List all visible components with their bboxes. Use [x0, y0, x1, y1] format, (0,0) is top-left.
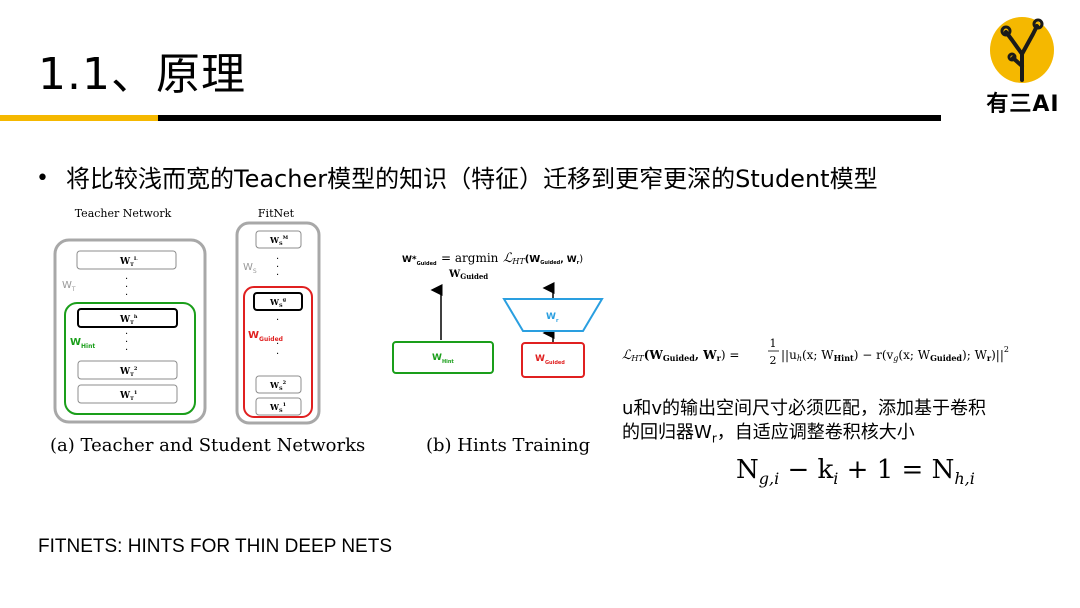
slide-title: 1.1、原理 — [38, 49, 246, 100]
guided-region-label: WGuided — [248, 330, 283, 343]
teacher-layer-h — [77, 308, 178, 328]
svg-text:·: · — [125, 290, 128, 301]
bullet-text: 将比较浅而宽的Teacher模型的知识（特征）迁移到更窄更深的Student模型 — [66, 165, 878, 193]
hint-region-box — [64, 302, 196, 415]
brand-logo-icon — [990, 17, 1054, 83]
size-matching-formula: Ng,i − ki + 1 = Nh,i — [736, 455, 975, 489]
teacher-network-title: Teacher Network — [75, 207, 172, 220]
svg-text:·: · — [276, 254, 279, 265]
student-layer-m — [255, 230, 302, 249]
figure-a-caption: (a) Teacher and Student Networks — [50, 435, 365, 456]
svg-text:·: · — [125, 337, 128, 348]
guided-box-label: WGuided — [535, 354, 565, 366]
explanation-line-2: 的回归器Wr，自适应调整卷积核大小 — [622, 422, 915, 446]
svg-text:·: · — [276, 315, 279, 326]
teacher-layer-l-label: WTL — [119, 256, 138, 268]
student-layer-2-label: WS2 — [269, 380, 287, 392]
student-layer-g — [253, 292, 303, 311]
teacher-dots-top: · — [125, 274, 128, 285]
paper-title-footer: FITNETS: HINTS FOR THIN DEEP NETS — [38, 536, 392, 557]
student-layer-2 — [255, 375, 302, 394]
teacher-layer-2-label: WT2 — [119, 366, 138, 378]
student-group-label: WS — [243, 262, 257, 275]
bullet-dot: • — [36, 166, 49, 191]
teacher-layer-1 — [77, 384, 178, 404]
loss-formula-lhs: ℒHT(WGuided, Wr) = — [622, 348, 739, 363]
loss-formula-rhs: ||uh(x; WHint) − r(vg(x; WGuided); Wr)||… — [781, 345, 1009, 363]
loss-frac-num: 1 — [770, 337, 777, 350]
fitnet-title: FitNet — [258, 207, 295, 220]
svg-text:·: · — [125, 345, 128, 356]
student-layer-g-label: WSg — [269, 297, 287, 309]
student-layer-1 — [255, 397, 302, 416]
teacher-layer-1-label: WT1 — [119, 390, 137, 402]
svg-text:·: · — [276, 339, 279, 350]
hint-region-label: WHint — [70, 337, 95, 350]
svg-text:·: · — [276, 262, 279, 273]
brand-logo-text: 有三AI — [986, 92, 1060, 117]
teacher-layer-2 — [77, 360, 178, 380]
teacher-layer-h-label: WTh — [119, 314, 138, 326]
student-layer-m-label: WSM — [269, 235, 289, 247]
svg-text:·: · — [125, 282, 128, 293]
hint-box-label: WHint — [432, 353, 454, 365]
explanation-line-1: u和v的输出空间尺寸必须匹配，添加基于卷积 — [622, 398, 987, 419]
guided-region-box — [243, 286, 313, 418]
regressor-shape — [502, 298, 604, 332]
svg-text:·: · — [125, 329, 128, 340]
student-layer-1-label: WS1 — [269, 402, 286, 414]
hint-equation-loss: ℒHT(WGuided, Wr) — [503, 251, 583, 266]
title-accent-bar — [0, 115, 158, 121]
teacher-layer-l — [76, 250, 177, 270]
hint-equation-argmin: = argmin — [441, 251, 499, 265]
figure-b-caption: (b) Hints Training — [426, 435, 590, 456]
regressor-label: Wr — [546, 312, 559, 324]
hint-equation-lhs: W*Guided — [402, 255, 437, 267]
hint-box — [392, 341, 494, 374]
guided-box — [521, 342, 585, 378]
svg-text:·: · — [276, 349, 279, 360]
teacher-group-label: WT — [62, 280, 76, 293]
title-divider-bar — [158, 115, 941, 121]
loss-frac-den: 2 — [770, 354, 777, 367]
student-network-box — [235, 221, 321, 425]
svg-text:·: · — [276, 270, 279, 281]
hint-equation-argmin-under: WGuided — [448, 269, 488, 281]
